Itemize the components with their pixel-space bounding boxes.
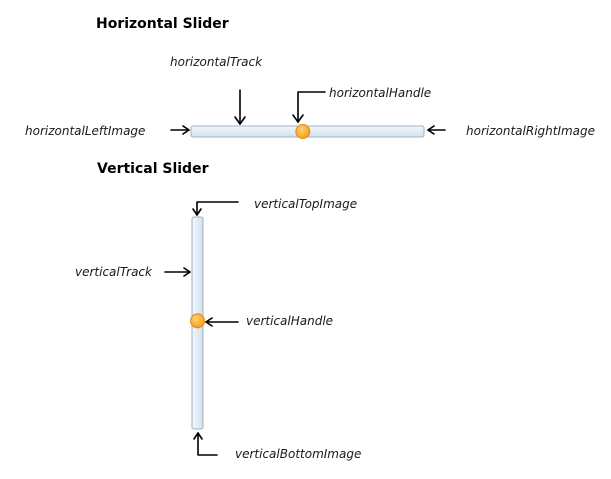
horizontal-track-arrow <box>234 89 246 125</box>
horizontal-left-image-arrow <box>170 125 190 135</box>
horizontal-track-label: horizontalTrack <box>170 55 263 69</box>
horizontal-handle[interactable] <box>295 124 311 139</box>
vertical-track-arrow <box>164 267 191 277</box>
horizontal-slider-title: Horizontal Slider <box>96 16 229 32</box>
horizontal-right-image-arrow <box>427 125 446 135</box>
vertical-handle[interactable] <box>190 313 205 329</box>
horizontal-handle-label: horizontalHandle <box>329 86 432 100</box>
vertical-handle-arrow <box>205 317 239 327</box>
horizontal-handle-arrow <box>292 91 326 123</box>
vertical-bottom-image-label: verticalBottomImage <box>235 447 362 461</box>
vertical-handle-label: verticalHandle <box>246 314 334 328</box>
horizontal-right-image-label: horizontalRightImage <box>466 124 596 138</box>
vertical-slider-title: Vertical Slider <box>97 161 209 177</box>
vertical-top-image-label: verticalTopImage <box>254 197 358 211</box>
vertical-bottom-image-arrow <box>193 432 218 456</box>
vertical-track-label: verticalTrack <box>75 265 152 279</box>
horizontal-left-image-label: horizontalLeftImage <box>25 124 146 138</box>
vertical-top-image-arrow <box>192 201 239 216</box>
